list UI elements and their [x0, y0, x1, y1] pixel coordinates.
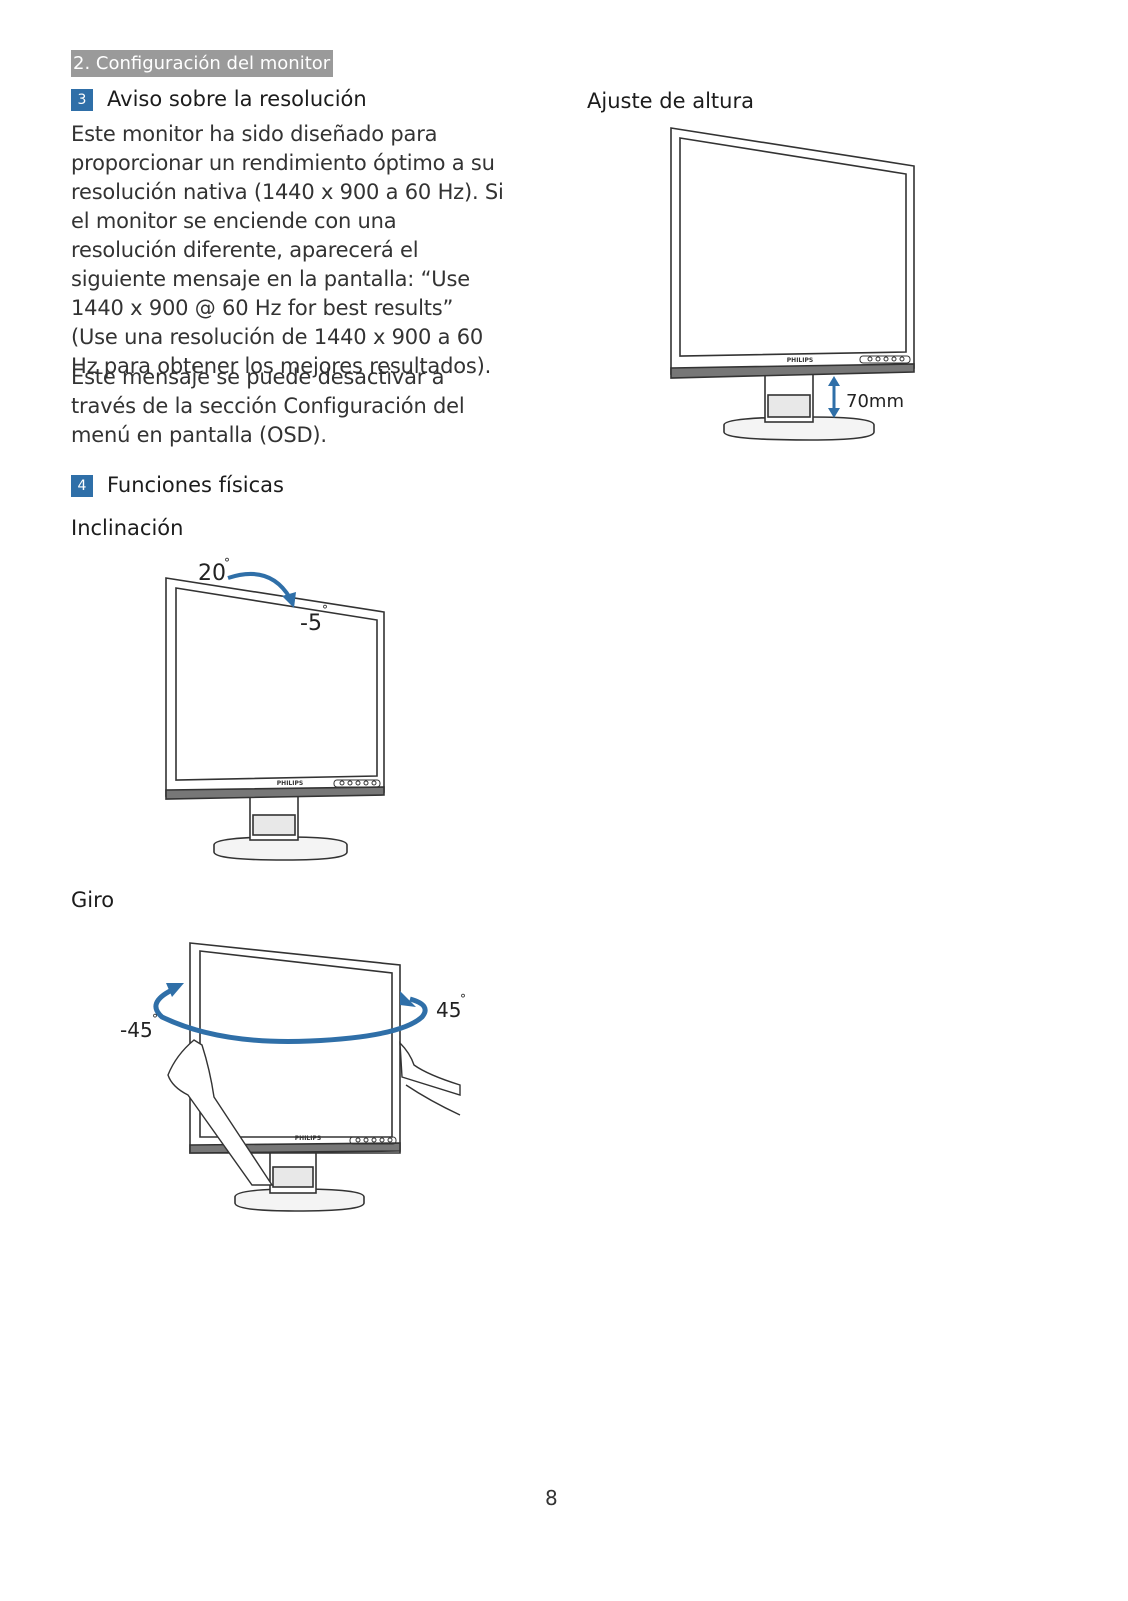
height-adjust-illustration: PHILIPS 70mm: [670, 127, 915, 441]
height-value: 70mm: [846, 391, 904, 412]
swivel-degree-left: °: [152, 1012, 158, 1026]
tilt-illustration: PHILIPS 20 ° -5 °: [165, 556, 385, 861]
resolution-paragraph-2: Este mensaje se puede desactivar a travé…: [71, 365, 465, 447]
height-adjust-label: Ajuste de altura: [587, 89, 754, 113]
section-4-title: Funciones físicas: [107, 473, 284, 497]
section-3-heading: 3 Aviso sobre la resolución: [71, 87, 367, 111]
tilt-angle-down: -5: [300, 611, 322, 636]
tilt-degree-up: °: [224, 556, 230, 570]
brand-logo: PHILIPS: [295, 1135, 321, 1142]
swivel-angle-right: 45: [436, 998, 461, 1022]
swivel-illustration: PHILIPS -45 ° 45 °: [120, 942, 466, 1212]
hands-illustration: [167, 1039, 461, 1186]
swivel-degree-right: °: [460, 992, 466, 1006]
tilt-arrow-icon: [227, 572, 296, 608]
swivel-label: Giro: [71, 888, 115, 912]
height-arrow-icon: [828, 376, 840, 418]
tilt-degree-down: °: [322, 603, 328, 617]
section-4-number: 4: [71, 475, 93, 497]
section-tab: 2. Configuración del monitor: [71, 50, 333, 77]
section-4-heading: 4 Funciones físicas: [71, 473, 284, 497]
section-3-title: Aviso sobre la resolución: [107, 87, 367, 111]
tilt-label: Inclinación: [71, 516, 184, 540]
swivel-arrow-icon: [153, 983, 428, 1044]
brand-logo: PHILIPS: [787, 357, 813, 364]
section-3-number: 3: [71, 89, 93, 111]
brand-logo: PHILIPS: [277, 780, 303, 787]
resolution-paragraph-1: Este monitor ha sido diseñado para propo…: [71, 122, 504, 378]
swivel-angle-left: -45: [120, 1018, 153, 1042]
tilt-angle-up: 20: [198, 561, 226, 586]
page-number: 8: [545, 1486, 558, 1510]
